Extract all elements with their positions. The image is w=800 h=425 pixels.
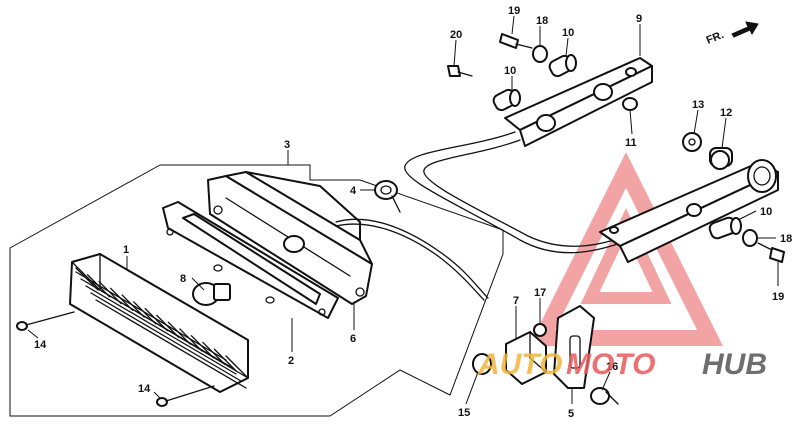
lamp-housing [207,171,373,305]
rubber-grommets [492,54,742,240]
callout-10-b: 10 [562,27,574,39]
assembly-outline [9,164,504,417]
callout-10-c: 10 [760,206,772,218]
callout-8: 8 [180,273,186,285]
bulb-socket [374,180,401,213]
tail-lamp-lens [69,253,249,393]
washer-13 [682,132,702,152]
callout-11: 11 [625,137,637,149]
callout-12: 12 [720,107,732,119]
callout-16: 16 [606,361,618,373]
callout-numbers: 1 2 3 4 5 6 7 8 9 10 10 10 10 11 12 13 1… [34,5,792,420]
watermark-word-1: AUTO [477,348,562,381]
bolt-19-upper [499,33,533,49]
callout-14-b: 14 [138,383,151,395]
callout-5: 5 [568,408,574,420]
screw-14-upper [16,311,75,331]
callout-19-b: 19 [772,291,784,303]
callout-20: 20 [450,29,462,41]
nut-11 [622,97,638,111]
leader-lines [27,15,779,405]
callout-19-a: 19 [508,5,520,17]
front-direction-label: FR. [705,29,726,47]
callout-7: 7 [513,295,519,307]
wiring-harness [335,218,489,299]
side-reflector-15 [472,353,492,375]
grommet-upper-left [492,88,521,112]
callout-17: 17 [534,287,546,299]
grommet-upper-right [548,54,577,78]
callout-13: 13 [692,99,704,111]
lens-gasket [162,201,339,319]
callout-3: 3 [284,139,290,151]
callout-2: 2 [288,355,294,367]
callout-6: 6 [350,333,356,345]
bolt-19-lower [757,242,785,263]
washer-18-upper [532,45,548,63]
collar-12 [709,147,733,170]
callout-9: 9 [636,13,642,25]
callout-14-a: 14 [34,339,47,351]
screw-16 [590,387,619,405]
watermark-word-3: HUB [702,348,767,381]
washer-18-lower [742,229,758,247]
watermark-word-2: MOTO [566,348,655,381]
callout-4: 4 [350,185,357,197]
callout-15: 15 [458,407,470,419]
grommet-lower-right [708,216,742,240]
screw-14-lower [156,385,215,407]
bracket-frame [404,57,779,263]
callout-1: 1 [123,244,129,256]
clip-17 [533,323,547,337]
mount-bracket-5 [553,305,595,389]
washer-13-hole [688,138,696,146]
watermark-logo [529,152,723,346]
bulb [192,282,231,306]
front-direction-arrow-icon [731,21,759,38]
callout-18-b: 18 [780,233,792,245]
callout-18-a: 18 [536,15,548,27]
watermark-wordmark: AUTO MOTO HUB [477,348,767,381]
callout-10-a: 10 [504,65,516,77]
clip-7 [505,331,547,385]
bolt-20 [447,65,473,77]
front-direction-marker: FR. [705,21,759,47]
